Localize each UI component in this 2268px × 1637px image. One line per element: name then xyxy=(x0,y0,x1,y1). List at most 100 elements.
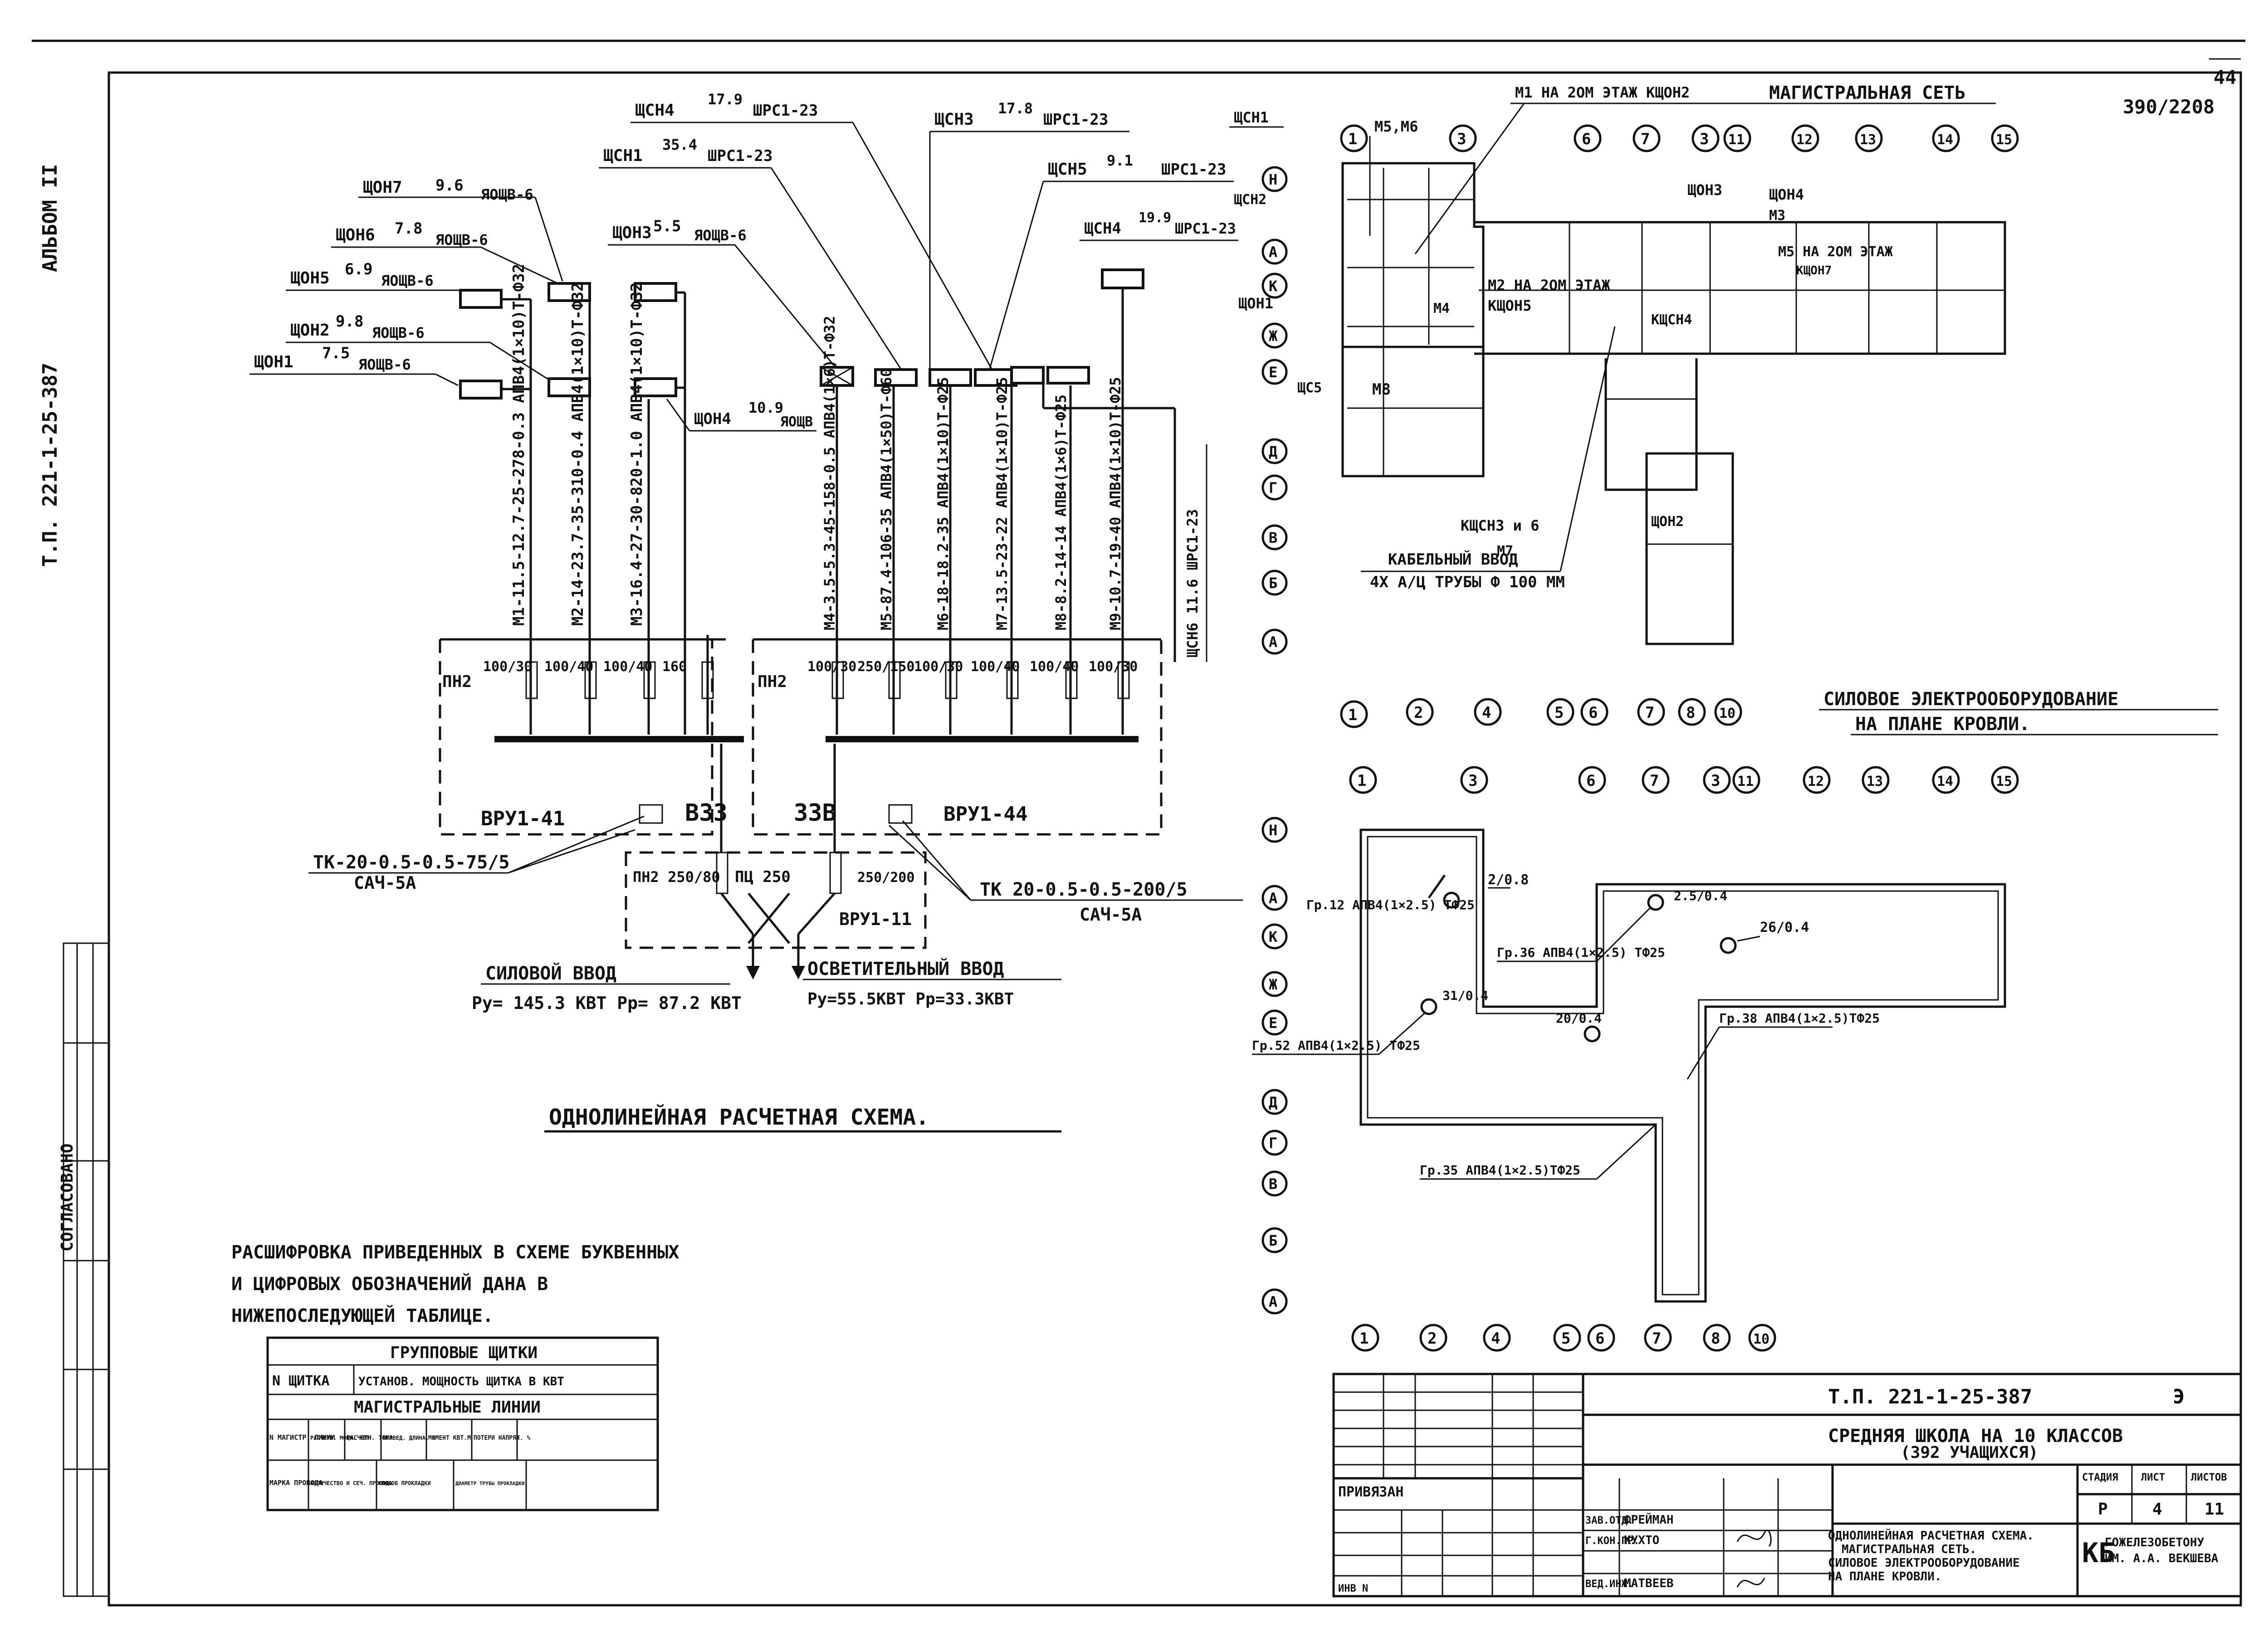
roof-plan: 1 3 6 7 3 11 12 13 14 15 Н А К Ж Е Д Г В… xyxy=(1252,766,2019,1352)
svg-text:Б: Б xyxy=(1269,1232,1277,1249)
stamp-privyazan: ПРИВЯЗАН xyxy=(1338,1484,1404,1500)
stamp-desc-4: НА ПЛАНЕ КРОВЛИ. xyxy=(1828,1570,1941,1583)
svg-text:В: В xyxy=(1269,1175,1277,1193)
svg-text:ШРС1-23: ШРС1-23 xyxy=(753,102,818,120)
left-panel-boxes xyxy=(459,282,709,735)
right-line-labels: М4-3.5-5.3-45-158-0.5 АПВ4(1×6)Т-Ф32 М5-… xyxy=(821,316,1207,662)
diagram-title: ОДНОЛИНЕЙНАЯ РАСЧЕТНАЯ СХЕМА. xyxy=(549,1104,929,1130)
legend-table xyxy=(266,1336,659,1511)
svg-text:ЩОН1: ЩОН1 xyxy=(254,353,293,371)
stamp-title-2: (392 УЧАЩИХСЯ) xyxy=(1901,1443,2038,1462)
svg-text:26/0.4: 26/0.4 xyxy=(1760,920,1809,935)
svg-text:31/0.4: 31/0.4 xyxy=(1442,988,1488,1003)
svg-text:100/40: 100/40 xyxy=(544,659,593,675)
title-block: Т.П. 221-1-25-387 Э СРЕДНЯЯ ШКОЛА НА 10 … xyxy=(1332,1373,2242,1598)
stamp-org-logo: КБ xyxy=(2082,1537,2115,1569)
svg-text:ЩОН4: ЩОН4 xyxy=(694,410,731,428)
svg-text:100/30: 100/30 xyxy=(483,659,532,675)
drawing-frame xyxy=(108,71,2242,1607)
legend-cell: N ЩИТКА xyxy=(272,1373,329,1389)
svg-text:ЯОЩВ-6: ЯОЩВ-6 xyxy=(694,227,747,244)
svg-text:17.8: 17.8 xyxy=(998,100,1033,117)
svg-text:А: А xyxy=(1269,244,1277,261)
svg-text:1: 1 xyxy=(1357,772,1366,790)
svg-text:100/40: 100/40 xyxy=(971,659,1020,675)
svg-text:17.9: 17.9 xyxy=(708,91,743,108)
svg-text:12: 12 xyxy=(1808,774,1824,789)
fuse-row-left: ПН2 100/30 100/40 100/40 160 xyxy=(440,638,744,742)
legend-cell: РАСЧЕТН. ТОКА xyxy=(347,1435,393,1442)
roof-axis-top: 1 3 6 7 3 11 12 13 14 15 xyxy=(1349,766,2019,794)
svg-text:Е: Е xyxy=(1269,364,1277,381)
svg-text:Гр.12 АПВ4(1×2.5) ТФ25: Гр.12 АПВ4(1×2.5) ТФ25 xyxy=(1306,897,1475,912)
side-stamp-label: СОГЛАСОВАНО xyxy=(58,1144,77,1252)
legend-cell: УСТАНОВ. МОЩНОСТЬ ЩИТКА В КВТ xyxy=(358,1375,564,1389)
svg-text:ЩСН4: ЩСН4 xyxy=(1084,219,1121,238)
stamp-desc-2: МАГИСТРАЛЬНАЯ СЕТЬ. xyxy=(1842,1543,1976,1556)
tk-labels: ТК-20-0.5-0.5-75/5 САЧ-5А ТК 20-0.5-0.5-… xyxy=(308,815,1243,925)
svg-text:Н: Н xyxy=(1269,171,1277,188)
legend-intro-2: И ЦИФРОВЫХ ОБОЗНАЧЕНИЙ ДАНА В xyxy=(231,1273,548,1295)
stamp-role-3: ВЕД.ИНЖ. xyxy=(1585,1579,1633,1590)
svg-text:9.6: 9.6 xyxy=(435,176,463,195)
svg-text:2.5/0.4: 2.5/0.4 xyxy=(1674,888,1727,903)
fuse-row-right: ПН2 100/30 250/150 100/30 100/40 100/40 … xyxy=(753,638,1161,742)
svg-text:100/40: 100/40 xyxy=(1030,659,1079,675)
vru-left-label: ВРУ1-41 xyxy=(481,807,565,830)
stamp-doc-code: Т.П. 221-1-25-387 xyxy=(1828,1385,2032,1408)
stamp-name-2: КУХТО xyxy=(1624,1534,1659,1547)
svg-text:Ж: Ж xyxy=(1269,327,1278,345)
svg-text:Гр.35 АПВ4(1×2.5)ТФ25: Гр.35 АПВ4(1×2.5)ТФ25 xyxy=(1420,1163,1580,1178)
legend-cell: КОЛИЧЕСТВО И СЕЧ. ПРОВОДА xyxy=(310,1480,392,1486)
roof-axis-bottom: 1 2 4 5 6 7 8 10 xyxy=(1351,1324,1776,1352)
svg-text:Ру=55.5КВТ Рр=33.3КВТ: Ру=55.5КВТ Рр=33.3КВТ xyxy=(807,990,1014,1009)
svg-text:7: 7 xyxy=(1641,130,1650,148)
svg-text:9.1: 9.1 xyxy=(1107,152,1133,169)
right-panel-labels: ЩСН4 17.9 ШРС1-23 ЩСН1 35.4 ШРС1-23 ЩСН3… xyxy=(599,91,1238,372)
svg-text:1: 1 xyxy=(1348,706,1357,724)
svg-text:К: К xyxy=(1269,278,1278,295)
svg-text:11: 11 xyxy=(1737,774,1754,789)
svg-text:ЯОЩВ-6: ЯОЩВ-6 xyxy=(481,186,533,203)
svg-text:М5 НА 2ОМ ЭТАЖ: М5 НА 2ОМ ЭТАЖ xyxy=(1778,244,1893,260)
svg-text:1: 1 xyxy=(1359,1330,1369,1348)
svg-text:ЩСН1: ЩСН1 xyxy=(1234,109,1269,126)
svg-text:САЧ-5А: САЧ-5А xyxy=(354,873,416,893)
signature-mark xyxy=(1736,1530,1772,1547)
svg-text:11: 11 xyxy=(1728,132,1745,148)
svg-text:Гр.36 АПВ4(1×2.5) ТФ25: Гр.36 АПВ4(1×2.5) ТФ25 xyxy=(1497,945,1665,960)
network-title: МАГИСТРАЛЬНАЯ СЕТЬ xyxy=(1769,83,1965,103)
svg-text:20/0.4: 20/0.4 xyxy=(1556,1011,1602,1026)
svg-text:ШРС1-23: ШРС1-23 xyxy=(1161,161,1226,179)
svg-text:М3: М3 xyxy=(1769,208,1785,224)
svg-text:ЩОН1: ЩОН1 xyxy=(1238,295,1273,312)
svg-text:7.5: 7.5 xyxy=(322,344,350,362)
svg-text:ЩОН7: ЩОН7 xyxy=(363,178,402,197)
legend-cell: ДИАМЕТР ТРУБЫ ПРОКЛАДКИ xyxy=(455,1481,524,1486)
svg-text:М2-14-23.7-35-310-0.4 АПВ4(1×1: М2-14-23.7-35-310-0.4 АПВ4(1×10)Т-Ф32 xyxy=(569,283,587,626)
svg-text:ЩСН4: ЩСН4 xyxy=(635,101,675,120)
stamp-org-1: ГОЖЕЛЕЗОБЕТОНУ xyxy=(2105,1536,2204,1549)
svg-text:ЯОЩВ-6: ЯОЩВ-6 xyxy=(372,324,425,341)
svg-text:15: 15 xyxy=(1996,132,2012,148)
svg-text:Д: Д xyxy=(1269,1094,1277,1111)
vru-enclosures: ВРУ1-41 ВРУ1-44 ВЗЗ ЗЗВ ПН2 250/80 ПЦ 25… xyxy=(439,639,1163,979)
svg-text:5: 5 xyxy=(1554,704,1564,722)
svg-text:ЩСН1: ЩСН1 xyxy=(603,146,643,165)
left-line-labels: М1-11.5-12.7-25-278-0.3 АПВ4(1×10)Т-Ф32 … xyxy=(510,264,646,626)
svg-text:13: 13 xyxy=(1860,132,1876,148)
svg-text:7: 7 xyxy=(1645,704,1654,722)
svg-text:М8: М8 xyxy=(1372,380,1391,399)
floor-plan: 1 3 6 7 3 11 12 13 14 15 Н А К Ж Е Д Г В… xyxy=(1229,83,2218,736)
legend-intro-3: НИЖЕПОСЛЕДУЮЩЕЙ ТАБЛИЦЕ. xyxy=(231,1305,494,1326)
roof-axis-left: Н А К Ж Е Д Г В Б А xyxy=(1261,817,1288,1315)
svg-text:ЩОН3: ЩОН3 xyxy=(1687,181,1722,199)
legend-header: ГРУППОВЫЕ ЩИТКИ xyxy=(390,1344,538,1362)
svg-text:160: 160 xyxy=(662,659,687,675)
svg-text:ЩОН4: ЩОН4 xyxy=(1769,186,1804,203)
svg-text:М4-3.5-5.3-45-158-0.5 АПВ4(1×6: М4-3.5-5.3-45-158-0.5 АПВ4(1×6)Т-Ф32 xyxy=(821,316,838,630)
svg-text:Ж: Ж xyxy=(1269,976,1278,993)
stamp-stage: Р xyxy=(2098,1500,2108,1519)
svg-text:ЯОЩВ: ЯОЩВ xyxy=(780,414,813,430)
